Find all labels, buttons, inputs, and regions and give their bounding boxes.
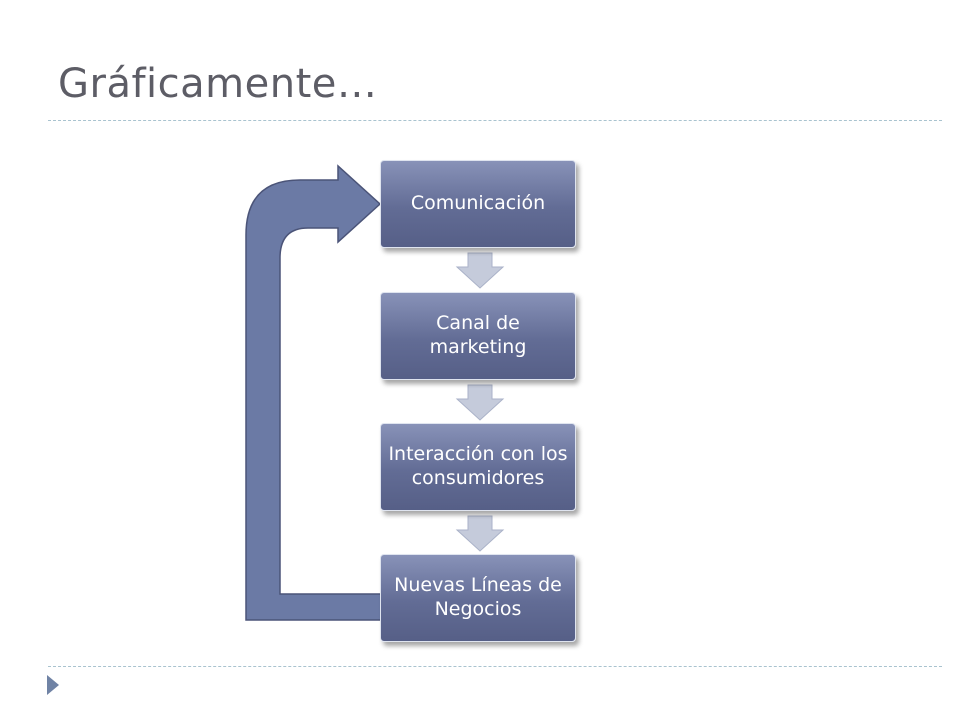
step-label: Nuevas Líneas de Negocios [394,574,562,620]
page-title: Gráficamente… [58,61,378,107]
down-arrow-3 [455,515,505,552]
down-arrow-1 [455,252,505,289]
title-divider [48,120,942,121]
step-label: Canal de marketing [429,312,527,358]
step-box-nuevas-lineas-de-negocios: Nuevas Líneas de Negocios [380,554,576,642]
step-box-interaccion-con-los-consumidores: Interacción con los consumidores [380,423,576,511]
triangle-right-icon [47,675,59,695]
step-box-comunicacion: Comunicación [380,160,576,248]
feedback-loop-arrow [245,164,386,621]
footer-divider [48,666,942,667]
step-label: Comunicación [410,192,546,215]
down-arrow-2 [455,384,505,421]
step-box-canal-de-marketing: Canal de marketing [380,292,576,380]
step-label: Interacción con los consumidores [388,443,568,489]
